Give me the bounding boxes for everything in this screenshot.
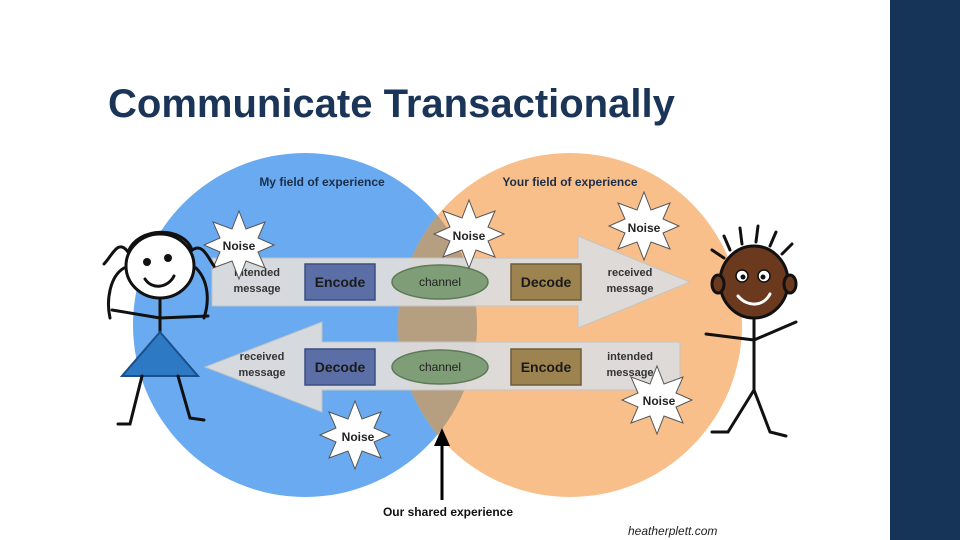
top-decode-label: Decode: [521, 274, 572, 290]
noise-burst-top-center: Noise: [432, 198, 506, 270]
bottom-encode-box: [510, 348, 582, 386]
transactional-model-diagram: My field of experience Your field of exp…: [102, 153, 798, 519]
noise-label: Noise: [643, 394, 676, 408]
bottom-encode-label: Encode: [521, 359, 572, 375]
receiver-figure: [704, 224, 798, 438]
your-field-label: Your field of experience: [502, 175, 637, 189]
bottom-start-label-2: message: [238, 367, 285, 379]
bottom-end-label-2: message: [606, 367, 653, 379]
shared-experience-label: Our shared experience: [383, 505, 513, 519]
top-channel-oval: [391, 264, 489, 300]
top-end-label-2: message: [606, 283, 653, 295]
side-accent-bar: [890, 0, 960, 540]
top-channel-label: channel: [419, 275, 461, 289]
noise-burst-bottom-right: Noise: [620, 364, 694, 436]
noise-label: Noise: [628, 221, 661, 235]
top-encode-box: [304, 263, 376, 301]
noise-label: Noise: [342, 430, 375, 444]
slide-title: Communicate Transactionally: [108, 82, 675, 126]
my-field-label: My field of experience: [259, 175, 385, 189]
bottom-decode-box: [304, 348, 376, 386]
top-start-label-1: intended: [234, 267, 280, 279]
noise-label: Noise: [223, 239, 256, 253]
top-end-label-1: received: [608, 267, 653, 279]
top-decode-box: [510, 263, 582, 301]
bottom-decode-label: Decode: [315, 359, 366, 375]
bottom-start-label-1: received: [240, 351, 285, 363]
bottom-channel-label: channel: [419, 360, 461, 374]
noise-burst-top-left: Noise: [202, 209, 276, 281]
bottom-end-label-1: intended: [607, 351, 653, 363]
source-credit: heatherplett.com: [628, 524, 718, 538]
bottom-channel-oval: [391, 349, 489, 385]
top-encode-label: Encode: [315, 274, 366, 290]
noise-label: Noise: [453, 229, 486, 243]
top-start-label-2: message: [233, 283, 280, 295]
noise-burst-bottom-left: Noise: [318, 399, 392, 471]
noise-burst-top-right: Noise: [607, 190, 681, 262]
shared-pointer-arrowhead: [434, 428, 450, 446]
sender-figure: [102, 230, 216, 426]
